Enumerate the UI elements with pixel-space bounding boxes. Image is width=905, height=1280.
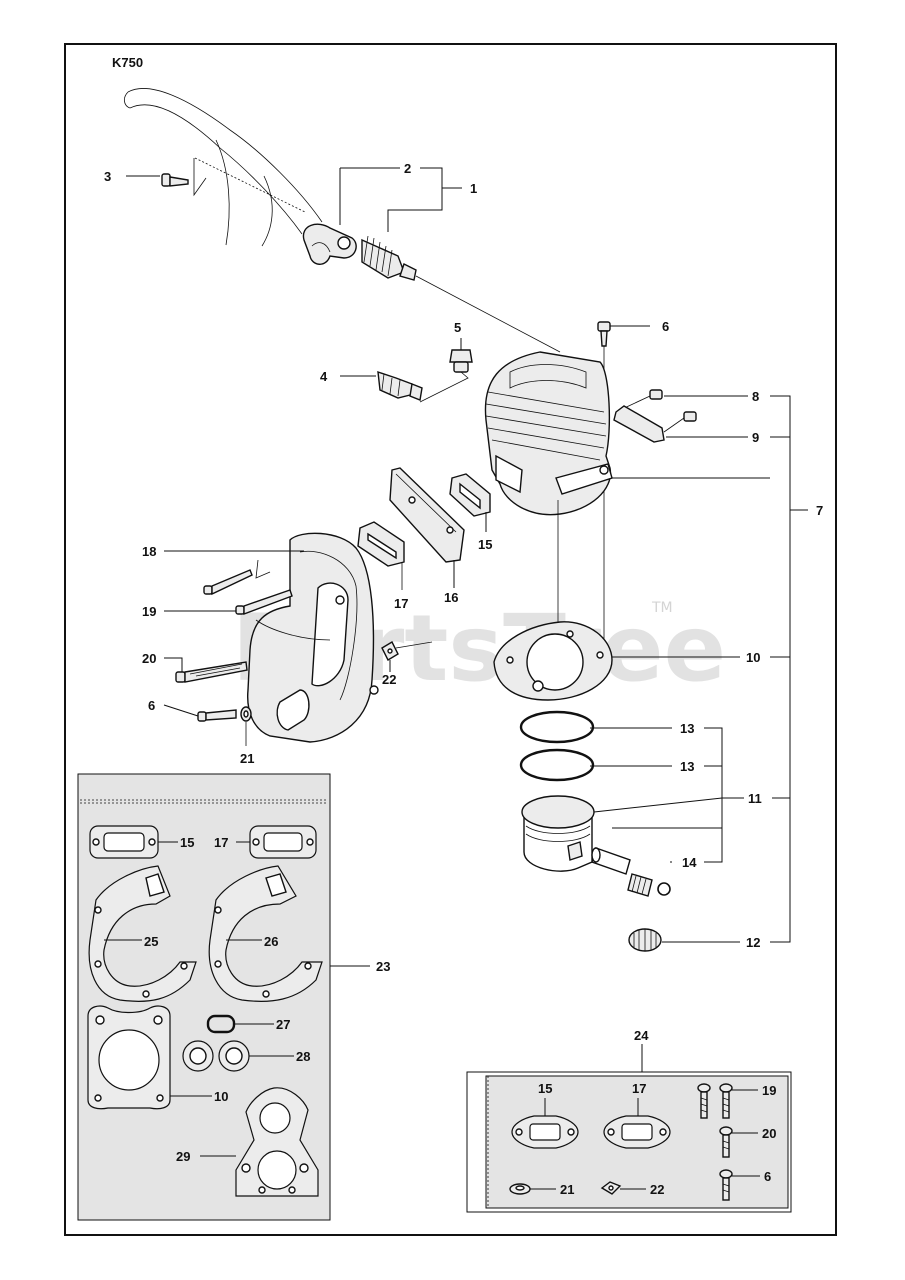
kit-callout-25: 25 bbox=[144, 934, 158, 949]
box-screw-19-right[interactable] bbox=[719, 1083, 733, 1119]
part-3-screw[interactable] bbox=[161, 158, 207, 197]
part-10-base-gasket[interactable] bbox=[493, 500, 613, 701]
box-gasket-17[interactable] bbox=[603, 1115, 671, 1149]
kit-callout-28: 28 bbox=[296, 1049, 310, 1064]
diagram-frame bbox=[64, 43, 837, 1236]
box-callout-17: 17 bbox=[632, 1081, 646, 1096]
box-callout-19: 19 bbox=[762, 1083, 776, 1098]
part-12-needle-bearing[interactable] bbox=[628, 928, 662, 952]
part-16-heat-shield[interactable] bbox=[389, 467, 465, 563]
callout-16: 16 bbox=[444, 590, 458, 605]
kit-callout-26: 26 bbox=[264, 934, 278, 949]
callout-13-upper: 13 bbox=[680, 721, 694, 736]
callout-1: 1 bbox=[470, 181, 477, 196]
box-callout-22: 22 bbox=[650, 1182, 664, 1197]
box-gasket-15[interactable] bbox=[511, 1115, 579, 1149]
callout-8: 8 bbox=[752, 389, 759, 404]
box-callout-20: 20 bbox=[762, 1126, 776, 1141]
callout-5: 5 bbox=[454, 320, 461, 335]
box-washer-21[interactable] bbox=[509, 1183, 531, 1195]
callout-15: 15 bbox=[478, 537, 492, 552]
callout-18: 18 bbox=[142, 544, 156, 559]
box-screw-19-left[interactable] bbox=[697, 1083, 711, 1119]
kit-gasket-17[interactable] bbox=[249, 825, 317, 859]
main-callouts: 3 2 1 4 5 6 8 9 7 15 16 17 18 19 20 6 21… bbox=[104, 161, 823, 950]
box-callout-6: 6 bbox=[764, 1169, 771, 1184]
kit-callout-23: 23 bbox=[376, 959, 390, 974]
kit-seal-28-left[interactable] bbox=[182, 1040, 214, 1072]
kit-callout-29: 29 bbox=[176, 1149, 190, 1164]
kit-gasket-29[interactable] bbox=[235, 1087, 319, 1197]
model-label: K750 bbox=[112, 55, 143, 70]
callout-4: 4 bbox=[320, 369, 328, 384]
part-4-valve[interactable] bbox=[377, 370, 423, 401]
callout-7: 7 bbox=[816, 503, 823, 518]
box-screw-20[interactable] bbox=[719, 1126, 733, 1158]
box-callout-21: 21 bbox=[560, 1182, 574, 1197]
part-5-plug[interactable] bbox=[419, 349, 473, 403]
callout-17: 17 bbox=[394, 596, 408, 611]
callout-3: 3 bbox=[104, 169, 111, 184]
callout-9: 9 bbox=[752, 430, 759, 445]
watermark-tm: TM bbox=[651, 600, 673, 616]
callout-12: 12 bbox=[746, 935, 760, 950]
callout-13-lower: 13 bbox=[680, 759, 694, 774]
kit-callout-15: 15 bbox=[180, 835, 194, 850]
callout-20: 20 bbox=[142, 651, 156, 666]
gasket-kit-23[interactable]: 15 17 25 26 23 27 28 10 29 bbox=[77, 773, 390, 1221]
part-18-screw[interactable] bbox=[203, 559, 271, 596]
kit-gasket-25[interactable] bbox=[88, 865, 197, 1002]
callout-22: 22 bbox=[382, 672, 396, 687]
part-14-wrist-pin[interactable] bbox=[591, 847, 631, 875]
callout-10: 10 bbox=[746, 650, 760, 665]
callout-2: 2 bbox=[404, 161, 411, 176]
kit-gasket-26[interactable] bbox=[208, 865, 323, 1002]
kit-gasket-15[interactable] bbox=[89, 825, 159, 859]
part-21-washer[interactable] bbox=[240, 706, 252, 746]
kit-callout-10: 10 bbox=[214, 1089, 228, 1104]
box-screw-6[interactable] bbox=[719, 1169, 733, 1201]
part-14-bearing[interactable] bbox=[627, 873, 653, 897]
callout-11: 11 bbox=[748, 791, 762, 806]
kit-callout-17: 17 bbox=[214, 835, 228, 850]
box-nut-22[interactable] bbox=[600, 1181, 622, 1195]
part-17-gasket[interactable] bbox=[357, 521, 405, 590]
part-13-ring-lower[interactable] bbox=[519, 748, 595, 782]
part-15-gasket[interactable] bbox=[449, 473, 491, 517]
part-2-clamp[interactable] bbox=[302, 223, 357, 265]
part-6-screw-muffler[interactable] bbox=[197, 709, 237, 722]
kit-gasket-10[interactable] bbox=[87, 1005, 171, 1110]
part-22-nut[interactable] bbox=[381, 641, 433, 661]
part-19-screw[interactable] bbox=[235, 589, 293, 616]
callout-14: 14 bbox=[682, 855, 697, 870]
box-callout-24: 24 bbox=[634, 1028, 649, 1043]
handle-outline bbox=[124, 88, 323, 247]
kit-callout-27: 27 bbox=[276, 1017, 290, 1032]
callout-6-muffler: 6 bbox=[148, 698, 155, 713]
part-11-piston[interactable] bbox=[521, 795, 595, 872]
part-8-bolt[interactable] bbox=[619, 389, 663, 411]
callout-21: 21 bbox=[240, 751, 254, 766]
box-callout-15: 15 bbox=[538, 1081, 552, 1096]
cylinder[interactable] bbox=[484, 351, 613, 516]
callout-leaders bbox=[126, 167, 808, 943]
kit-seal-28-right[interactable] bbox=[218, 1040, 250, 1072]
part-1-spring[interactable] bbox=[361, 235, 561, 353]
part-14-circlip[interactable] bbox=[657, 882, 671, 896]
part-13-ring-upper[interactable] bbox=[519, 710, 595, 744]
part-20-screw[interactable] bbox=[175, 661, 248, 683]
callout-19: 19 bbox=[142, 604, 156, 619]
muffler-kit-24[interactable]: 24 bbox=[466, 1028, 792, 1213]
callout-6-top: 6 bbox=[662, 319, 669, 334]
part-9-bracket[interactable] bbox=[613, 405, 697, 443]
muffler[interactable] bbox=[247, 532, 379, 743]
